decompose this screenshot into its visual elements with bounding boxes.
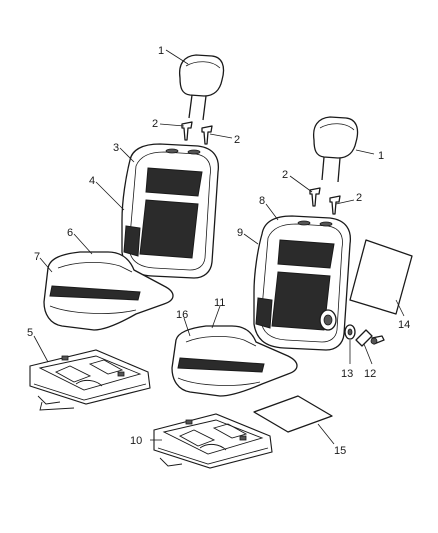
callout-16: 16: [176, 309, 188, 321]
right-seat-frame: [153, 413, 273, 469]
right-seatback: [253, 215, 352, 351]
left-seatback: [121, 143, 220, 279]
callout-2-right-a: 2: [282, 169, 288, 181]
leader-lines: [33, 49, 405, 445]
callout-4: 4: [89, 175, 95, 187]
callout-13: 13: [341, 368, 353, 380]
callout-12: 12: [364, 368, 376, 380]
callout-1-left: 1: [158, 45, 164, 57]
left-seat-cushion: [43, 251, 174, 331]
heater-pad: [253, 395, 333, 433]
callout-6: 6: [67, 227, 73, 239]
callout-2-right-b: 2: [356, 192, 362, 204]
left-headrest: [178, 54, 225, 121]
back-panel: [349, 239, 413, 315]
callout-labels: 1 2 2 3 4 6 7 5 1 2 2 8 9 14 13 12 11 16…: [27, 45, 410, 457]
callout-2-left-a: 2: [152, 118, 158, 130]
left-seat-frame: [29, 349, 151, 411]
callout-9: 9: [237, 227, 243, 239]
callout-15: 15: [334, 445, 346, 457]
callout-10: 10: [130, 435, 142, 447]
right-seat-cushion: [171, 325, 298, 397]
right-headrest: [312, 116, 359, 183]
callout-8: 8: [259, 195, 265, 207]
callout-2-left-b: 2: [234, 134, 240, 146]
screw: [370, 335, 385, 345]
right-headrest-guides: [309, 187, 341, 215]
recliner-bezel: [344, 324, 373, 347]
callout-3: 3: [113, 142, 119, 154]
callout-7: 7: [34, 251, 40, 263]
callout-11: 11: [214, 297, 225, 309]
left-headrest-guides: [181, 121, 213, 145]
callout-5: 5: [27, 327, 33, 339]
callout-1-right: 1: [378, 150, 384, 162]
callout-14: 14: [398, 319, 410, 331]
